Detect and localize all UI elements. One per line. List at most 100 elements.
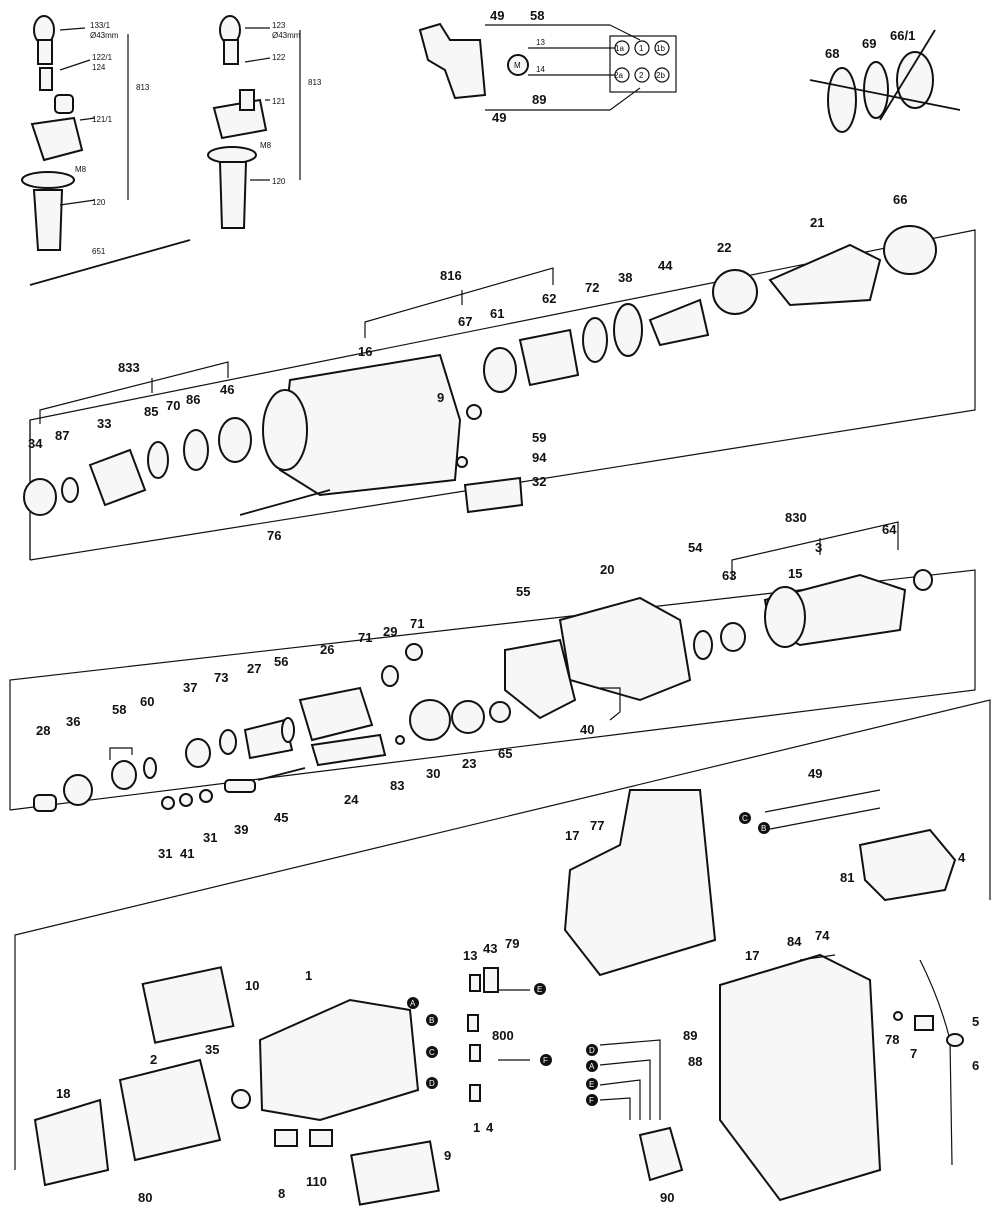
label-1b: 1b: [656, 44, 665, 53]
label-c-housing: C: [429, 1048, 435, 1057]
label-61: 61: [490, 306, 504, 321]
label-e-brush: E: [537, 985, 542, 994]
label-1a: 1a: [615, 44, 624, 53]
label-b-housing: B: [429, 1016, 434, 1025]
label-45: 45: [274, 810, 288, 825]
label-79: 79: [505, 936, 519, 951]
label-9-row1: 9: [437, 390, 444, 405]
label-diam-43-b: Ø43mm: [272, 31, 301, 40]
label-78: 78: [885, 1032, 899, 1047]
label-68: 68: [825, 46, 839, 61]
label-813-a: 813: [136, 83, 150, 92]
row-3-parts: 17 77 49 C B 4 81 84 74 17 43 79 13 E 80…: [33, 766, 979, 1206]
label-58-row2: 58: [112, 702, 126, 717]
label-41: 41: [180, 846, 194, 861]
label-6: 6: [972, 1058, 979, 1073]
label-62: 62: [542, 291, 556, 306]
label-71-b: 71: [410, 616, 424, 631]
label-40: 40: [580, 722, 594, 737]
label-14-wire: 14: [536, 65, 545, 74]
label-1-brush: 1: [473, 1120, 480, 1135]
label-651: 651: [92, 247, 106, 256]
side-handle-assembly-middle: 123 Ø43mm 122 813 121 M8 120: [207, 15, 322, 229]
label-26: 26: [320, 642, 334, 657]
label-833: 833: [118, 360, 140, 375]
label-110: 110: [306, 1174, 327, 1189]
label-64: 64: [882, 522, 897, 537]
label-4-brush: 4: [486, 1120, 494, 1135]
label-4: 4: [958, 850, 966, 865]
label-e-wire: E: [589, 1080, 594, 1089]
label-89-wire: 89: [532, 92, 546, 107]
label-55: 55: [516, 584, 530, 599]
label-121-1: 121/1: [92, 115, 113, 124]
label-2b: 2b: [656, 71, 665, 80]
label-2-stator: 2: [150, 1052, 157, 1067]
label-65: 65: [498, 746, 512, 761]
row-1-parts: 816 16 67 61 62 72 38 44 22 21 66 833 34…: [23, 192, 937, 543]
wiring-schematic: 49 58 13 1a 1 1b M 14 2a 2 2b 89 49: [418, 8, 677, 125]
label-58: 58: [530, 8, 544, 23]
label-20: 20: [600, 562, 614, 577]
label-b-switch: B: [761, 824, 766, 833]
label-813-b: 813: [308, 78, 322, 87]
label-90: 90: [660, 1190, 674, 1205]
label-31-a: 31: [158, 846, 172, 861]
label-133-1: 133/1: [90, 21, 111, 30]
label-5: 5: [972, 1014, 979, 1029]
label-18: 18: [56, 1086, 70, 1101]
row-2-parts: 830 3 15 64 54 63 20 55 71 29 71 26 56 2…: [33, 510, 933, 861]
label-32: 32: [532, 474, 546, 489]
label-24: 24: [344, 792, 359, 807]
label-84: 84: [787, 934, 802, 949]
label-80: 80: [138, 1190, 152, 1205]
label-54: 54: [688, 540, 703, 555]
label-123: 123: [272, 21, 286, 30]
label-121: 121: [272, 97, 286, 106]
label-29: 29: [383, 624, 397, 639]
label-86: 86: [186, 392, 200, 407]
label-f-wire: F: [589, 1096, 594, 1105]
label-66-1: 66/1: [890, 28, 915, 43]
label-13-wire: 13: [536, 38, 545, 47]
panel-frames: [9, 229, 991, 1170]
label-35: 35: [205, 1042, 219, 1057]
label-13-row3: 13: [463, 948, 477, 963]
label-63: 63: [722, 568, 736, 583]
label-49-row3: 49: [808, 766, 822, 781]
label-2a: 2a: [614, 71, 623, 80]
label-60: 60: [140, 694, 154, 709]
label-motor-m: M: [514, 61, 521, 70]
label-85: 85: [144, 404, 158, 419]
label-28: 28: [36, 723, 50, 738]
label-816: 816: [440, 268, 462, 283]
label-16: 16: [358, 344, 372, 359]
bearing-rings-crossed: 68 69 66/1: [809, 28, 961, 133]
label-34: 34: [28, 436, 43, 451]
label-59: 59: [532, 430, 546, 445]
label-9-row3: 9: [444, 1148, 451, 1163]
label-3: 3: [815, 540, 822, 555]
label-23: 23: [462, 756, 476, 771]
label-43: 43: [483, 941, 497, 956]
label-1-housing: 1: [305, 968, 312, 983]
label-8: 8: [278, 1186, 285, 1201]
label-31-b: 31: [203, 830, 217, 845]
label-122: 122: [272, 53, 286, 62]
label-27: 27: [247, 661, 261, 676]
label-800: 800: [492, 1028, 514, 1043]
label-44: 44: [658, 258, 673, 273]
label-49-bottom: 49: [492, 110, 506, 125]
label-22: 22: [717, 240, 731, 255]
label-81: 81: [840, 870, 854, 885]
label-c-switch: C: [742, 814, 748, 823]
label-120-a: 120: [92, 198, 106, 207]
label-38: 38: [618, 270, 632, 285]
label-122-1: 122/1: [92, 53, 113, 62]
label-33: 33: [97, 416, 111, 431]
label-15: 15: [788, 566, 802, 581]
label-diam-43-a: Ø43mm: [90, 31, 119, 40]
label-46: 46: [220, 382, 234, 397]
label-76: 76: [267, 528, 281, 543]
